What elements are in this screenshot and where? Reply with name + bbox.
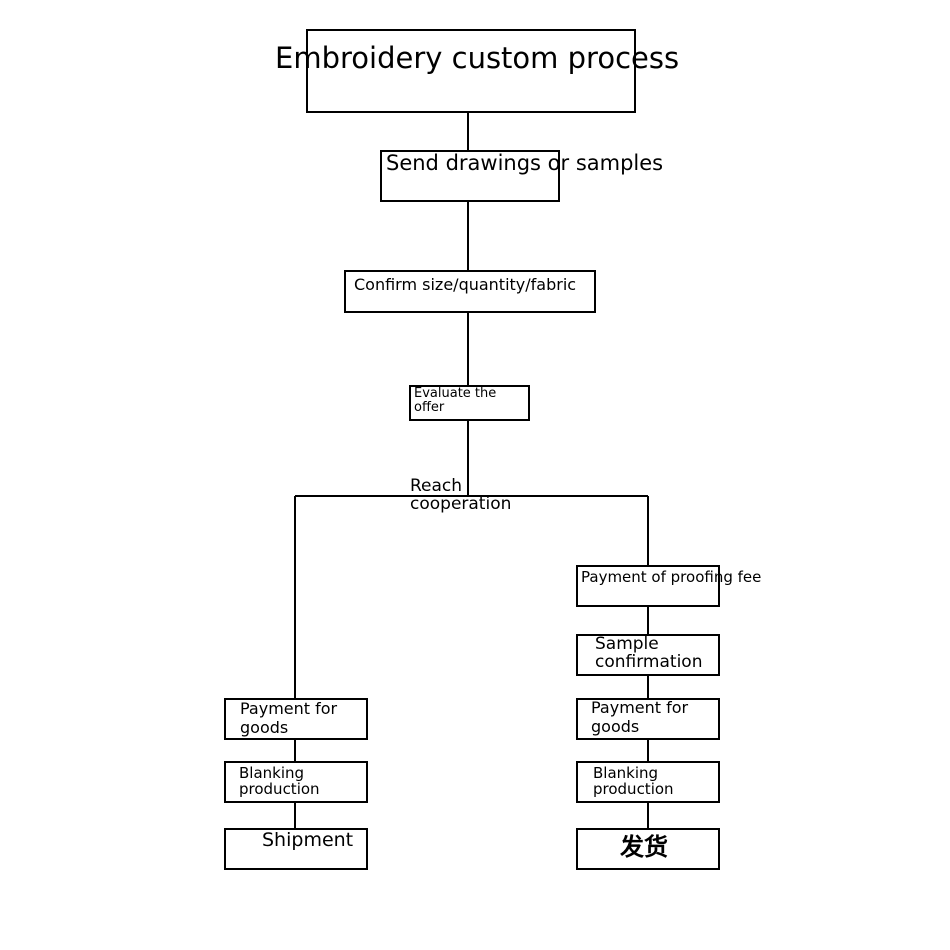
left-payment-box: [224, 698, 368, 740]
send-drawings-box: [380, 150, 560, 202]
step-send-drawings: Send drawings or samples: [386, 151, 664, 175]
right-sample-line1: Sample: [595, 634, 659, 654]
left-payment-line1: Payment for: [240, 699, 338, 718]
left-blanking-line1: Blanking: [239, 764, 305, 782]
left-payment-line2: goods: [240, 718, 289, 737]
step-confirm-size: Confirm size/quantity/fabric: [354, 275, 577, 294]
left-blanking-line2: production: [239, 780, 320, 798]
right-payment-line1: Payment for: [591, 698, 689, 717]
left-shipment-box: [224, 828, 368, 870]
step-evaluate-line1: Evaluate the: [414, 386, 497, 401]
title-box: [306, 29, 636, 113]
right-blanking-line1: Blanking: [593, 764, 659, 782]
confirm-size-box: [344, 270, 596, 313]
step-evaluate-line2: offer: [414, 400, 445, 415]
right-payment-box: [576, 698, 720, 740]
left-blanking-box: [224, 761, 368, 803]
right-proofing-fee-box: [576, 565, 720, 607]
step-reach-line1: Reach: [410, 476, 463, 496]
right-sample-line2: confirmation: [595, 652, 703, 672]
left-shipment: Shipment: [262, 829, 354, 851]
right-payment-line2: goods: [591, 717, 640, 736]
right-blanking-line2: production: [593, 780, 674, 798]
right-blanking-box: [576, 761, 720, 803]
right-sample-box: [576, 634, 720, 676]
diagram-title: Embroidery custom process: [275, 41, 680, 75]
evaluate-offer-box: [409, 385, 530, 421]
right-shipment-box: [576, 828, 720, 870]
right-shipment: 发货: [620, 832, 668, 861]
step-reach-line2: cooperation: [410, 494, 512, 514]
right-proofing-fee: Payment of proofing fee: [581, 568, 762, 586]
